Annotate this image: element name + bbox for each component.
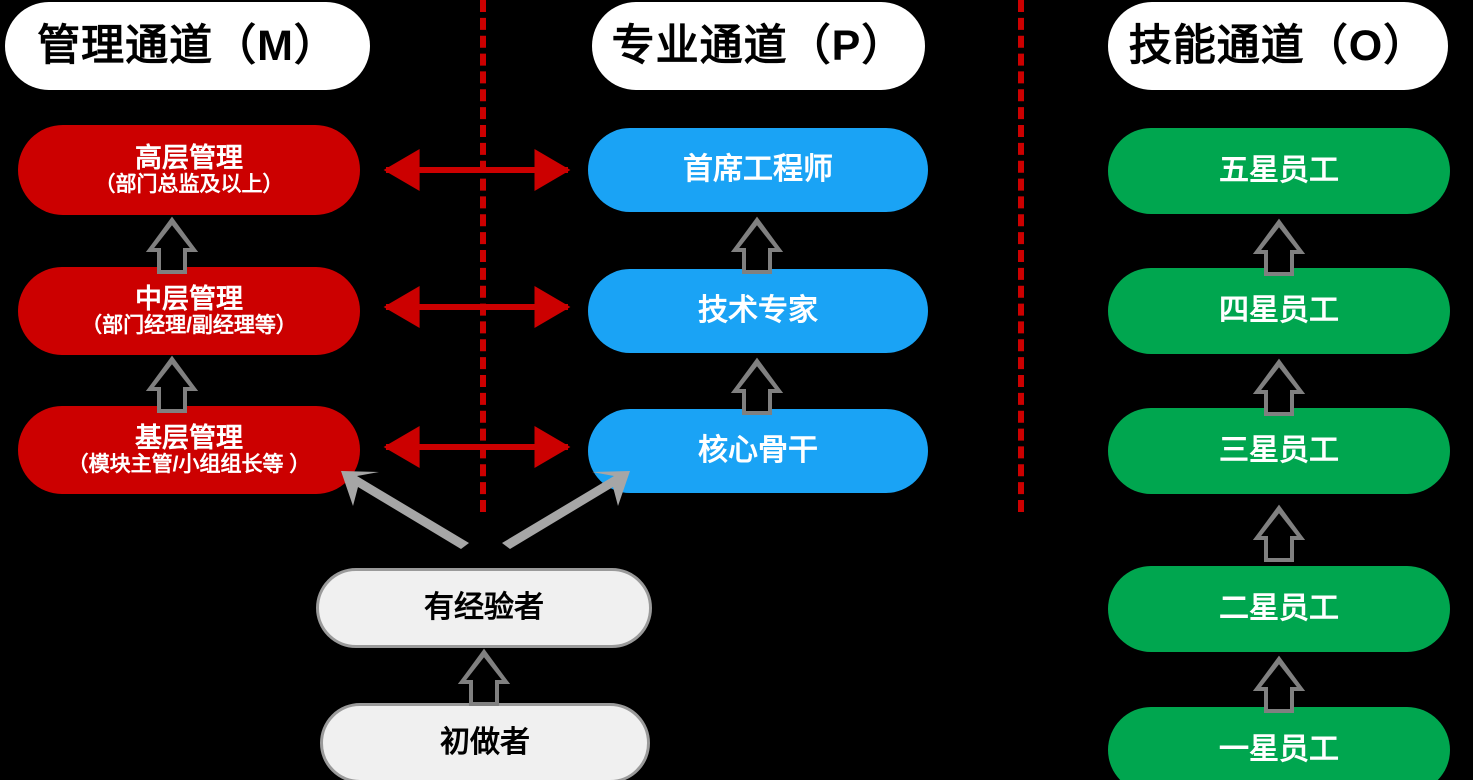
promotion-arrow-base-to-middle [148, 357, 196, 413]
header-pill-management: 管理通道（M） [5, 2, 370, 90]
promotion-arrow-middle-to-senior [148, 218, 196, 274]
separator-m-p [480, 0, 486, 512]
level-box-skill-three-star[interactable]: 三星员工 [1108, 408, 1450, 494]
level-box-skill-four-star[interactable]: 四星员工 [1108, 268, 1450, 354]
level-title: 二星员工 [1219, 592, 1339, 626]
level-title: 基层管理 [135, 422, 243, 453]
level-subtitle: （模块主管/小组组长等 ） [67, 453, 311, 477]
promotion-arrow-two-to-three-star [1255, 506, 1303, 562]
level-subtitle: （部门经理/副经理等） [81, 314, 297, 338]
diverge-arrow-to-management-base [341, 471, 469, 549]
level-box-professional-chief-engineer[interactable]: 首席工程师 [588, 128, 928, 212]
level-title: 五星员工 [1219, 154, 1339, 188]
promotion-arrow-backbone-to-expert [733, 359, 781, 415]
level-title: 中层管理 [135, 283, 243, 314]
level-box-professional-core-backbone[interactable]: 核心骨干 [588, 409, 928, 493]
header-label-skill: 技能通道（O） [1128, 21, 1428, 70]
separator-p-o [1018, 0, 1024, 512]
header-pill-professional: 专业通道（P） [592, 2, 925, 90]
level-title: 核心骨干 [698, 434, 818, 468]
level-title: 首席工程师 [683, 153, 833, 187]
header-label-management: 管理通道（M） [37, 21, 338, 70]
level-subtitle: （部门总监及以上） [94, 173, 284, 197]
promotion-arrow-expert-to-chief [733, 218, 781, 274]
level-box-skill-five-star[interactable]: 五星员工 [1108, 128, 1450, 214]
level-title: 四星员工 [1219, 294, 1339, 328]
level-title: 三星员工 [1219, 434, 1339, 468]
promotion-arrow-beginner-to-experienced [460, 650, 508, 706]
level-title: 技术专家 [698, 294, 818, 328]
level-title: 一星员工 [1219, 733, 1339, 767]
level-box-entry-beginner[interactable]: 初做者 [320, 703, 650, 780]
level-box-management-senior[interactable]: 高层管理 （部门总监及以上） [18, 125, 360, 215]
level-box-professional-tech-expert[interactable]: 技术专家 [588, 269, 928, 353]
level-title: 初做者 [440, 726, 530, 760]
promotion-arrow-three-to-four-star [1255, 360, 1303, 416]
header-label-professional: 专业通道（P） [611, 21, 906, 70]
promotion-arrow-one-to-two-star [1255, 657, 1303, 713]
header-pill-skill: 技能通道（O） [1108, 2, 1448, 90]
level-box-management-base[interactable]: 基层管理 （模块主管/小组组长等 ） [18, 406, 360, 494]
level-box-skill-two-star[interactable]: 二星员工 [1108, 566, 1450, 652]
promotion-arrow-four-to-five-star [1255, 220, 1303, 276]
level-title: 高层管理 [135, 142, 243, 173]
level-box-management-middle[interactable]: 中层管理 （部门经理/副经理等） [18, 267, 360, 355]
level-box-skill-one-star[interactable]: 一星员工 [1108, 707, 1450, 780]
level-box-entry-experienced[interactable]: 有经验者 [316, 568, 652, 648]
level-title: 有经验者 [424, 591, 544, 625]
